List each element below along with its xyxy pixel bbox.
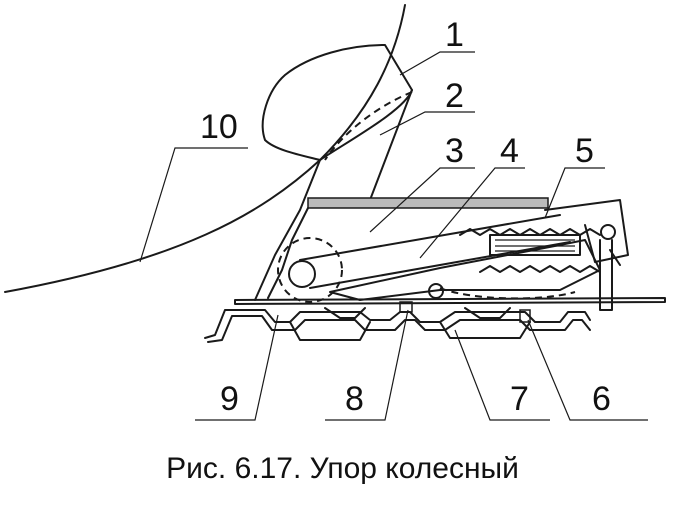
- callout-5: 5: [575, 132, 594, 170]
- pivot-dashed: [277, 237, 343, 303]
- callout-4: 4: [500, 132, 519, 170]
- chock-pad: [261, 44, 413, 161]
- floor-profile: [204, 309, 591, 339]
- lever-rod: [299, 214, 571, 289]
- chock-body: [254, 89, 413, 301]
- pivot-pin: [288, 260, 316, 288]
- figure-caption: Рис. 6.17. Упор колесный: [166, 452, 519, 485]
- callout-1: 1: [445, 16, 464, 54]
- leader-lines: [139, 51, 648, 421]
- callout-3: 3: [445, 132, 464, 170]
- lever-body: [329, 239, 601, 301]
- chock-pad-hidden-line: [324, 91, 413, 161]
- small-roller: [428, 283, 444, 299]
- callout-2: 2: [445, 77, 464, 115]
- right-bracket: [544, 199, 629, 263]
- floor-profile-lower: [207, 315, 591, 343]
- callout-6: 6: [592, 380, 611, 418]
- base-rail: [234, 297, 666, 305]
- roller: [600, 224, 616, 240]
- toothed-racks: [459, 228, 601, 273]
- callout-10: 10: [200, 108, 238, 146]
- callout-8: 8: [345, 380, 364, 418]
- hinge-block: [399, 301, 413, 313]
- top-plate: [307, 197, 549, 209]
- clamp-block: [519, 309, 531, 323]
- wheel-contour: [4, 4, 406, 293]
- clamp-profile: [324, 307, 511, 319]
- floor-under: [289, 321, 531, 341]
- tie-rod: [599, 239, 621, 311]
- body-side: [267, 207, 309, 299]
- callout-7: 7: [510, 380, 529, 418]
- callout-9: 9: [220, 380, 239, 418]
